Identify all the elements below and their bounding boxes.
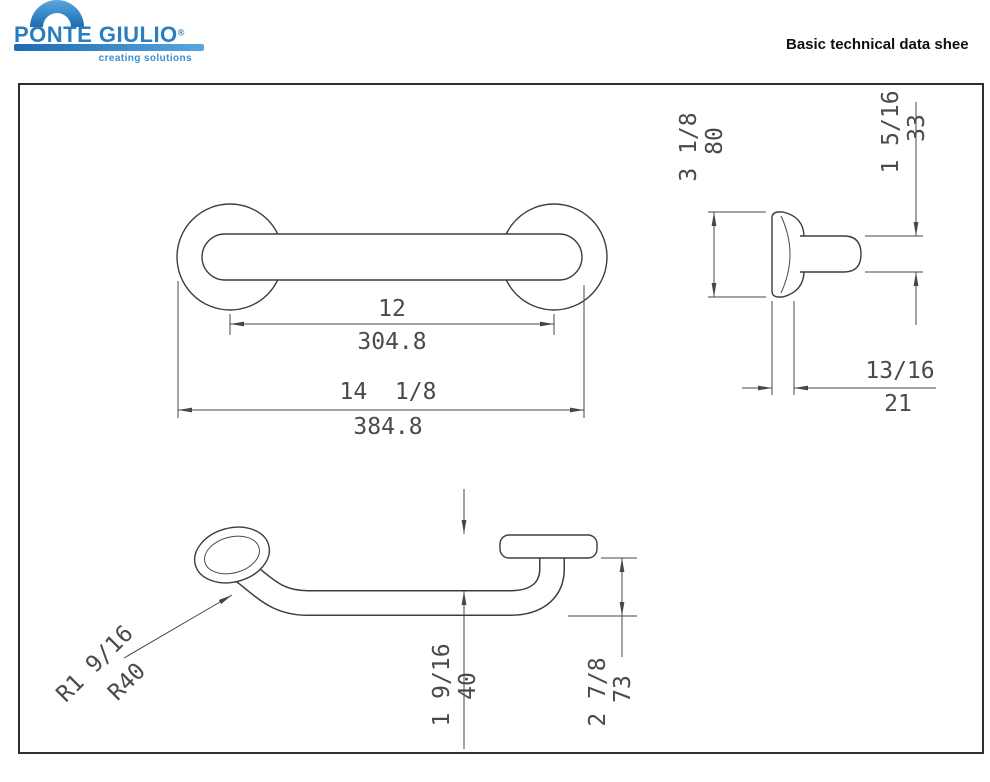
- dim-depth-mm: 21: [884, 391, 912, 417]
- dim-inner-mm: 304.8: [357, 329, 426, 355]
- dim-total-inches: 2 7/8: [585, 657, 611, 726]
- logo-underline: [14, 44, 204, 51]
- dim-total-depth: 2 7/8 73: [568, 557, 637, 727]
- right-flange-edge: [499, 534, 598, 559]
- dim-inner-inches: 12: [378, 296, 406, 322]
- dim-offset-mm: 40: [455, 672, 481, 700]
- tube-end-profile: [800, 235, 862, 273]
- document-title: Basic technical data shee: [786, 36, 969, 53]
- drawing-border: 12 304.8 14 1/8 384.8: [18, 83, 984, 754]
- dim-total-mm: 73: [610, 675, 636, 703]
- dim-tube-mm: 33: [904, 114, 930, 142]
- front-view: 12 304.8 14 1/8 384.8: [176, 203, 608, 440]
- profile-view: 1 9/16 40 2 7/8 73 R1 9/16 R: [52, 489, 637, 749]
- dim-tube-diameter: 1 5/16 33: [865, 90, 930, 325]
- registered-mark: ®: [177, 27, 185, 38]
- brand-tagline: creating solutions: [98, 53, 192, 64]
- tube-fill: [227, 553, 564, 615]
- dim-height-mm: 80: [702, 127, 728, 155]
- dim-flange-height: 3 1/8 80: [676, 112, 766, 298]
- left-flange-inner-ring: [204, 535, 260, 575]
- side-view: 3 1/8 80 1 5/16 33: [676, 90, 936, 417]
- dim-overall-inches: 14 1/8: [340, 379, 437, 405]
- dim-flange-depth: 13/16 21: [742, 301, 936, 417]
- technical-drawing: 12 304.8 14 1/8 384.8: [52, 90, 936, 749]
- dim-inner-length: 12 304.8: [229, 296, 555, 355]
- grab-bar-tube: [201, 233, 583, 281]
- dim-depth-inches: 13/16: [865, 358, 934, 384]
- flange-profile: [771, 211, 805, 298]
- dim-offset: 1 9/16 40: [429, 489, 481, 749]
- dim-overall-length: 14 1/8 384.8: [177, 281, 585, 440]
- brand-name: PONTE GIULIO: [14, 22, 178, 47]
- left-flange-disc: [193, 526, 271, 584]
- bridge-arch-icon: [30, 0, 84, 27]
- dim-offset-inches: 1 9/16: [429, 643, 455, 726]
- dim-overall-mm: 384.8: [353, 414, 422, 440]
- dim-tube-inches: 1 5/16: [878, 90, 904, 173]
- radius-callout: R1 9/16 R40: [52, 594, 233, 708]
- dim-height-inches: 3 1/8: [676, 112, 702, 181]
- flange-dome-line: [780, 215, 791, 294]
